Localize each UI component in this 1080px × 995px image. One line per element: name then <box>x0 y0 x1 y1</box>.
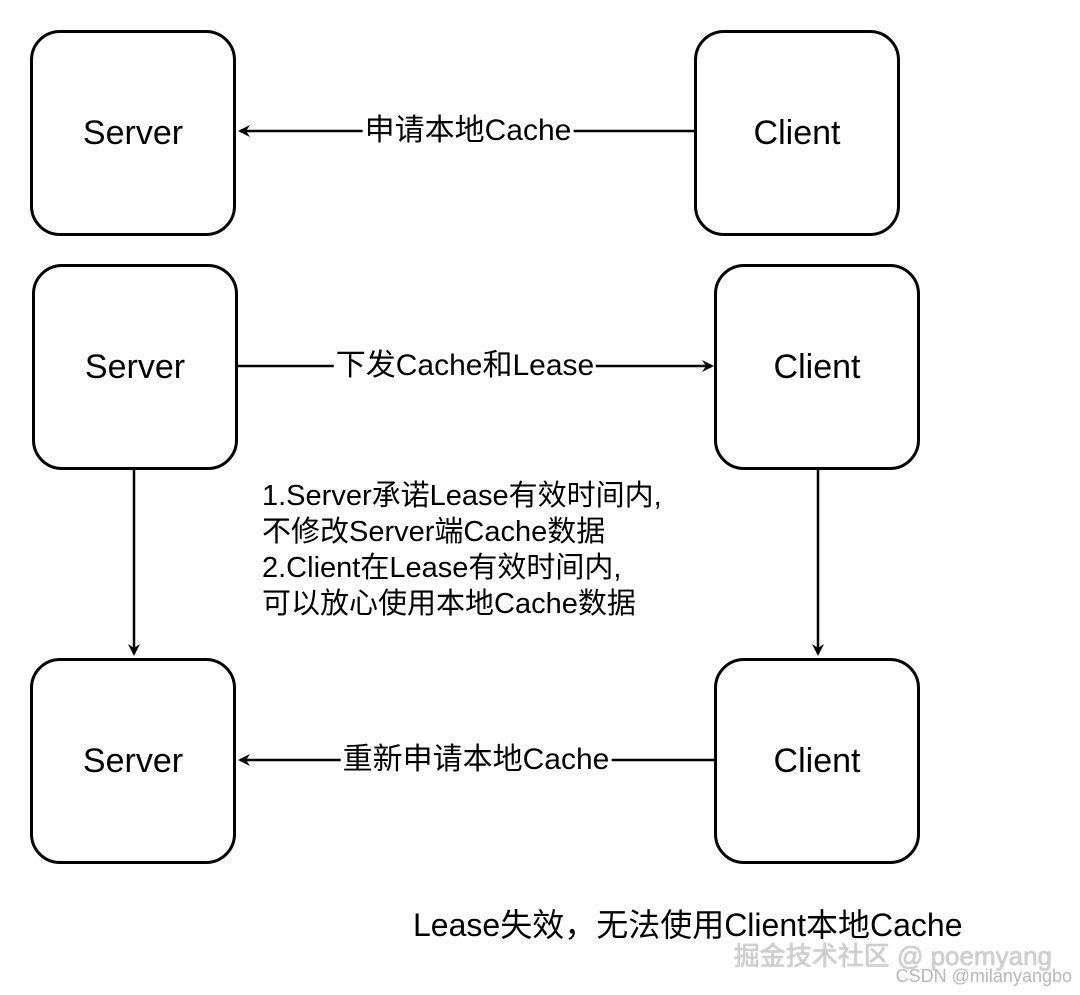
server-node-label: Server <box>82 741 184 780</box>
note-line-2: 不修改Server端Cache数据 <box>262 516 606 548</box>
watermark-csdn: CSDN @milanyangbo <box>895 966 1072 986</box>
server-node-label: Server <box>82 113 184 152</box>
client-node-label: Client <box>773 741 861 780</box>
note-line-1: 1.Server承诺Lease有效时间内, <box>262 480 662 512</box>
edge-label-row3: 重新申请本地Cache <box>340 743 612 776</box>
server-node-row2: Server <box>32 264 238 470</box>
edge-label-row1: 申请本地Cache <box>362 114 574 147</box>
client-node-label: Client <box>753 113 841 152</box>
edge-label-row2: 下发Cache和Lease <box>333 349 597 382</box>
note-line-4: 可以放心使用本地Cache数据 <box>262 588 636 620</box>
note-line-3: 2.Client在Lease有效时间内, <box>262 552 622 584</box>
server-node-row3: Server <box>30 658 236 864</box>
lease-expired-caption: Lease失效，无法使用Client本地Cache <box>413 907 963 943</box>
client-node-label: Client <box>773 347 861 386</box>
server-node-label: Server <box>84 347 186 386</box>
client-node-row3: Client <box>714 658 920 864</box>
lease-note: 1.Server承诺Lease有效时间内, 不修改Server端Cache数据 … <box>262 478 662 622</box>
watermark-juejin: 掘金技术社区 @ poemyang <box>733 941 1052 971</box>
client-node-row2: Client <box>714 264 920 470</box>
client-node-row1: Client <box>694 30 900 236</box>
server-node-row1: Server <box>30 30 236 236</box>
